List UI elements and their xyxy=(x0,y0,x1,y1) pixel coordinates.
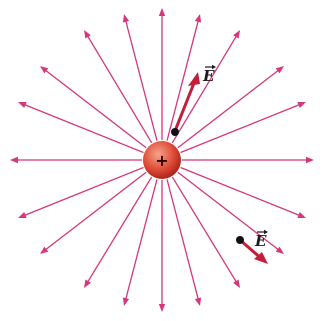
test-point-upper xyxy=(171,128,179,136)
field-vector-upper-arrowhead xyxy=(188,72,200,86)
field-line-15-arrowhead xyxy=(276,247,284,254)
field-line-14-arrowhead xyxy=(40,247,48,254)
field-line-2-arrowhead xyxy=(123,14,129,23)
field-line-16-arrowhead xyxy=(84,280,91,288)
field-line-6-arrowhead xyxy=(40,66,48,73)
positive-charge: + xyxy=(143,141,181,179)
field-line-19 xyxy=(167,179,199,304)
field-line-1-arrowhead xyxy=(159,8,165,16)
field-line-4-arrowhead xyxy=(84,30,91,39)
field-line-8 xyxy=(20,103,144,153)
field-vector-lower: E xyxy=(236,230,268,264)
field-label-upper: E xyxy=(202,67,215,85)
field-line-2 xyxy=(125,16,157,141)
field-line-12-arrowhead xyxy=(18,212,27,218)
field-line-9-arrowhead xyxy=(297,102,306,108)
field-line-3-arrowhead xyxy=(195,14,201,23)
field-vector-upper-shaft xyxy=(175,78,196,131)
field-line-20-arrowhead xyxy=(159,304,165,312)
test-point-lower xyxy=(236,236,244,244)
field-line-13-arrowhead xyxy=(297,212,306,218)
field-line-13 xyxy=(181,167,305,217)
field-line-9 xyxy=(181,103,305,153)
field-line-7-arrowhead xyxy=(276,66,284,73)
field-line-8-arrowhead xyxy=(18,102,27,108)
field-line-18 xyxy=(125,179,157,304)
field-line-10-arrowhead xyxy=(10,157,18,163)
field-line-12 xyxy=(20,167,144,217)
field-line-17-arrowhead xyxy=(233,280,240,288)
field-line-19-arrowhead xyxy=(195,297,201,306)
field-line-18-arrowhead xyxy=(123,297,129,306)
field-line-11-arrowhead xyxy=(306,157,314,163)
charge-sign: + xyxy=(155,151,168,170)
field-label-lower: E xyxy=(254,232,267,250)
field-line-5-arrowhead xyxy=(233,30,240,39)
